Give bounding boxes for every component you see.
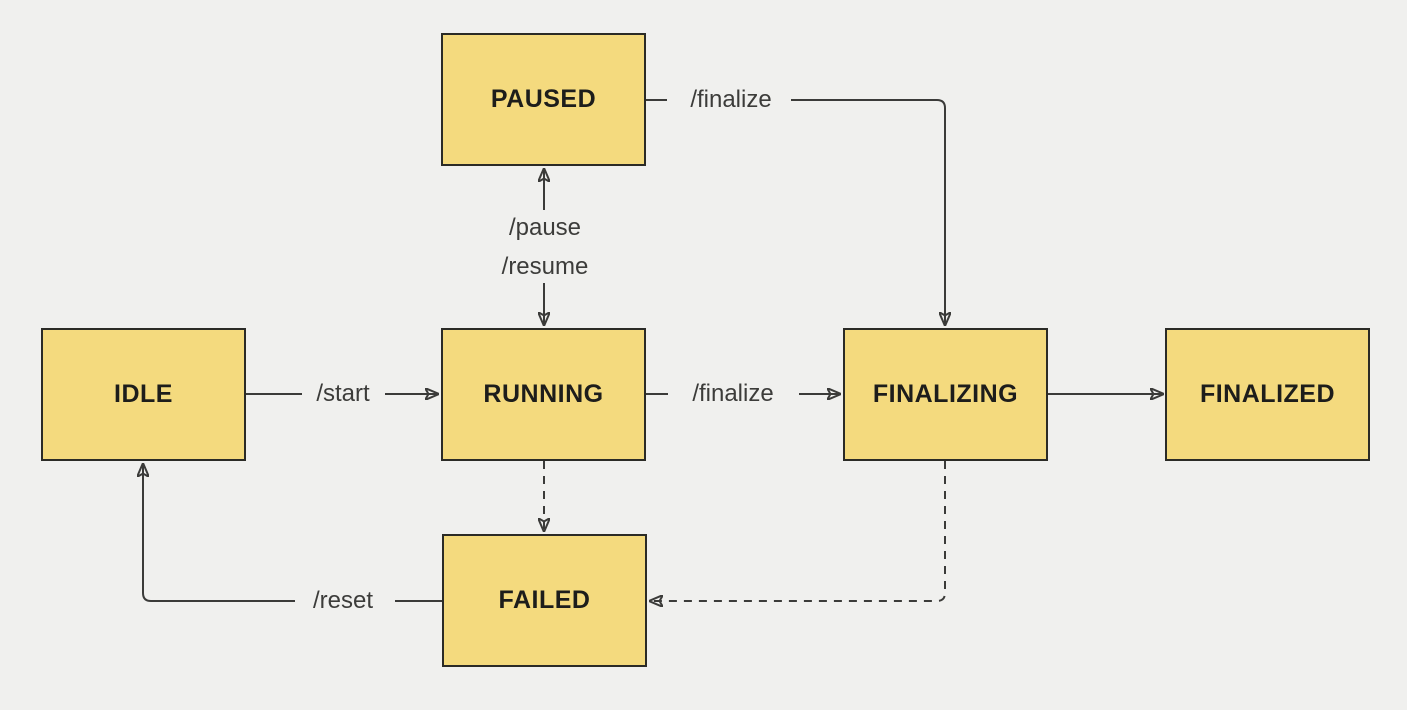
transition-paused-finalizing-line-b xyxy=(791,99,945,325)
state-finalizing: FINALIZING xyxy=(843,328,1048,461)
state-label: FINALIZING xyxy=(872,380,1019,408)
state-label: PAUSED xyxy=(490,85,597,113)
state-label: FINALIZED xyxy=(1199,380,1336,408)
transition-label-reset: /reset xyxy=(312,587,374,614)
state-finalized: FINALIZED xyxy=(1165,328,1370,461)
state-failed: FAILED xyxy=(442,534,647,667)
transition-label-resume: /resume xyxy=(501,253,589,280)
transition-failed-idle-line-b xyxy=(143,464,295,602)
state-label: RUNNING xyxy=(483,380,604,408)
state-running: RUNNING xyxy=(441,328,646,461)
transition-label-finalize-mid: /finalize xyxy=(692,380,774,407)
transition-label-start: /start xyxy=(316,380,370,407)
transition-label-pause: /pause xyxy=(508,214,582,241)
transition-label-finalize-top: /finalize xyxy=(690,86,772,113)
state-paused: PAUSED xyxy=(441,33,646,166)
transition-finalizing-failed-line xyxy=(650,461,946,601)
state-label: FAILED xyxy=(498,586,591,614)
state-label: IDLE xyxy=(114,380,173,408)
state-idle: IDLE xyxy=(41,328,246,461)
